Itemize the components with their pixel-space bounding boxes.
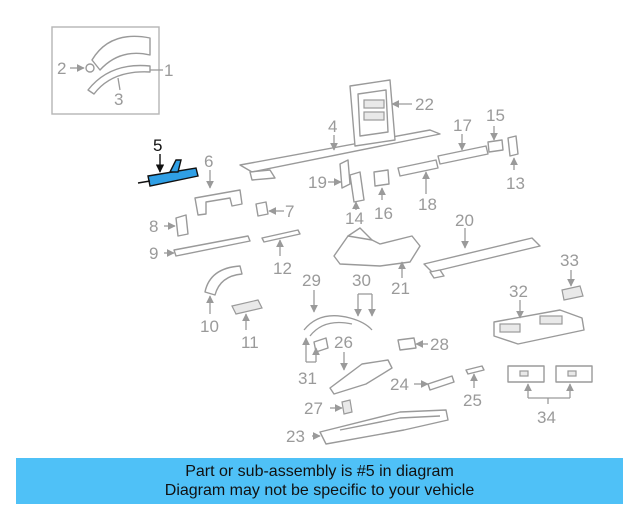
callout-18: 18 (418, 195, 437, 214)
part-13-shape (507, 135, 519, 170)
callout-25: 25 (463, 391, 482, 410)
callout-5: 5 (153, 136, 162, 155)
callout-17: 17 (453, 116, 472, 135)
callout-21: 21 (391, 279, 410, 298)
callout-24: 24 (390, 375, 409, 394)
part-29-30-31-shape (302, 290, 376, 363)
callout-19: 19 (308, 173, 327, 192)
callout-23: 23 (286, 427, 305, 446)
callout-30: 30 (352, 271, 371, 290)
part-8-shape (164, 214, 189, 237)
part-10-shape (204, 265, 243, 314)
callout-8: 8 (149, 217, 158, 236)
info-banner: Part or sub-assembly is #5 in diagram Di… (16, 458, 623, 504)
callout-2: 2 (57, 59, 66, 78)
callout-32: 32 (509, 282, 528, 301)
callout-20: 20 (455, 211, 474, 230)
part-34-shape (507, 365, 593, 404)
callout-31: 31 (298, 369, 317, 388)
part-16-shape (373, 169, 390, 200)
callout-16: 16 (374, 204, 393, 223)
part-27-shape (330, 399, 353, 415)
part-20-shape (423, 228, 541, 279)
callout-22: 22 (415, 95, 434, 114)
part-28-shape (397, 337, 428, 351)
part-11-shape (231, 299, 263, 330)
part-21-shape (333, 227, 421, 278)
part-12-shape (261, 229, 301, 256)
callout-1: 1 (164, 61, 173, 80)
part-18-shape (397, 159, 439, 194)
callout-6: 6 (204, 152, 213, 171)
part-32-shape (493, 300, 585, 345)
callout-14: 14 (345, 209, 364, 228)
callout-13: 13 (506, 174, 525, 193)
part-6-shape (194, 170, 243, 216)
part-33-shape (561, 270, 584, 301)
callout-29: 29 (302, 271, 321, 290)
part-7-shape (255, 201, 284, 217)
callout-28: 28 (430, 335, 449, 354)
callout-12: 12 (273, 259, 292, 278)
callout-27: 27 (304, 399, 323, 418)
callout-15: 15 (486, 106, 505, 125)
callout-33: 33 (560, 251, 579, 270)
banner-line-2: Diagram may not be specific to your vehi… (164, 482, 475, 499)
part-14-shape (349, 171, 365, 210)
part-15-shape (487, 126, 504, 153)
part-23-shape (312, 409, 449, 445)
callout-10: 10 (200, 317, 219, 336)
part-17-shape (437, 134, 489, 165)
parts-diagram: 1 2 3 4 5 6 7 8 9 10 (51, 26, 593, 446)
callout-9: 9 (149, 244, 158, 263)
part-24-shape (414, 375, 455, 391)
callout-3: 3 (114, 90, 123, 109)
part-19-shape (328, 159, 351, 189)
part-25-shape (465, 365, 485, 388)
callout-11: 11 (241, 333, 259, 352)
inset-box (51, 26, 163, 115)
part-9-shape (164, 235, 251, 257)
part-22-shape (349, 79, 412, 147)
part-5-highlight (137, 154, 199, 187)
callout-4: 4 (328, 117, 337, 136)
callout-34: 34 (537, 408, 556, 427)
banner-line-1: Part or sub-assembly is #5 in diagram (185, 463, 454, 480)
part-26-shape (329, 352, 393, 395)
callout-26: 26 (334, 333, 353, 352)
callout-7: 7 (285, 202, 294, 221)
